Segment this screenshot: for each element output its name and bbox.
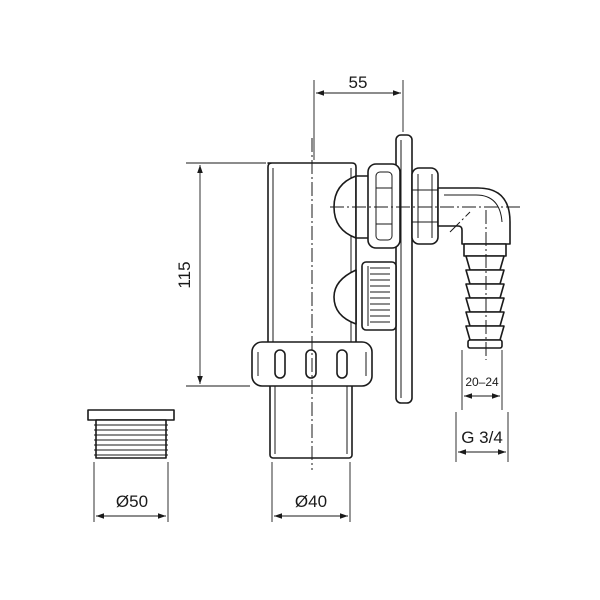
dimension-115: 115	[175, 162, 266, 387]
outlet-pipe	[269, 375, 353, 459]
dimension-hose-range: 20–24	[461, 350, 503, 410]
dimension-thread: G 3/4	[455, 412, 509, 462]
hose-barb	[463, 243, 507, 349]
dimension-label-hose-range: 20–24	[465, 375, 499, 389]
elbow-fitting	[437, 187, 511, 245]
outer-nut	[411, 167, 439, 245]
centre-lines	[311, 138, 520, 470]
dimension-label-40: Ø40	[295, 492, 327, 511]
dimension-label-55: 55	[349, 73, 368, 92]
dimension-label-50: Ø50	[116, 492, 148, 511]
dimension-label-115: 115	[175, 261, 194, 288]
dimension-55: 55	[313, 73, 404, 160]
dimension-50: Ø50	[93, 462, 169, 522]
dimension-40: Ø40	[271, 462, 351, 522]
middle-connector	[333, 261, 397, 331]
adapter-ring	[87, 409, 175, 459]
dimension-label-thread: G 3/4	[461, 428, 503, 447]
upper-connector	[333, 163, 401, 249]
